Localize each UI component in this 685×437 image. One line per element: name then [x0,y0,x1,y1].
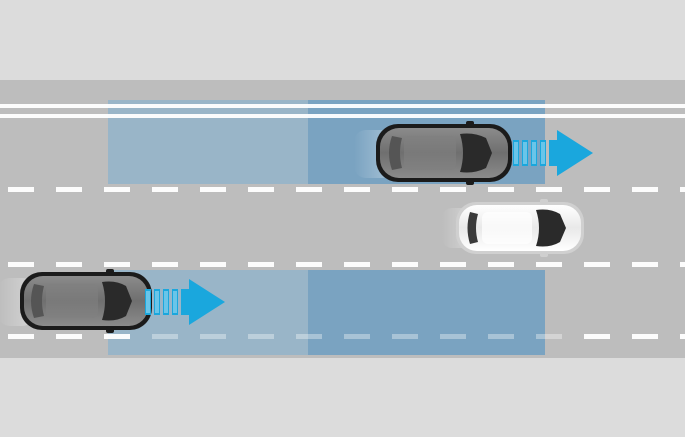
lane-dash [344,262,370,267]
lane-dash [296,334,322,339]
lane-dash [248,262,274,267]
lane-dash [536,187,562,192]
lane-dash [584,334,610,339]
lane-dash [56,334,82,339]
lane-dash [440,187,466,192]
lane-dash [200,262,226,267]
lane-dash [296,187,322,192]
lane-dash [392,187,418,192]
lane-dash [392,334,418,339]
lane-dashes [8,187,685,339]
lane-dash [104,262,130,267]
lane-dash [632,187,658,192]
lane-dash [152,187,178,192]
lane-dash [8,334,34,339]
lane-dash [488,334,514,339]
lane-dash [440,334,466,339]
lane-dash [248,334,274,339]
lane-dash [536,262,562,267]
lane-dash [56,187,82,192]
lane-dash [200,334,226,339]
lane-dash [248,187,274,192]
lane-dash [632,262,658,267]
lane-dash [152,334,178,339]
lane-dash [680,187,685,192]
lane-dash [200,187,226,192]
lane-dash [344,187,370,192]
lane-dash [56,262,82,267]
lane-dash [584,187,610,192]
lane-dash [8,262,34,267]
lane-dash [344,334,370,339]
lane-dash [440,262,466,267]
lane-dash [680,262,685,267]
car-lower-left-lane [0,269,152,333]
lane-dash [632,334,658,339]
lane-dash [536,334,562,339]
lane-dash [680,334,685,339]
lane-dash [296,262,322,267]
lane-dash [104,187,130,192]
lane-dash [392,262,418,267]
lane-dash [584,262,610,267]
car-white-center-lane [442,199,584,257]
arrow-right-icon [145,279,225,325]
arrow-right-icon [513,130,593,176]
car-upper-left-lane [354,121,512,185]
road-edge-line [0,104,685,118]
lane-dash [104,334,130,339]
lane-dash [8,187,34,192]
lane-dash [488,187,514,192]
lane-dash [488,262,514,267]
lane-dash [152,262,178,267]
